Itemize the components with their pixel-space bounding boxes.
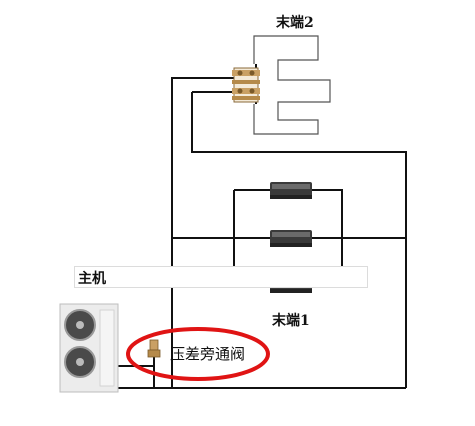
supply-pipe <box>171 77 236 388</box>
pipe-network <box>118 64 407 389</box>
fan-coil-unit-top <box>270 182 312 199</box>
host-label: 主机 <box>78 271 106 287</box>
host-label-bar <box>74 266 368 288</box>
terminal1-label: 末端1 <box>272 313 310 329</box>
manifold <box>232 67 260 103</box>
floor-heating-coil <box>253 35 331 135</box>
bypass-valve-highlight <box>126 327 270 381</box>
terminal2-label: 末端2 <box>276 15 314 31</box>
fan-coil-unit-middle <box>270 230 312 247</box>
return-riser <box>191 92 407 388</box>
bypass-valve-label: 压差旁通阀 <box>170 345 246 363</box>
outdoor-unit <box>59 303 119 393</box>
bypass-valve-icon <box>147 339 161 358</box>
